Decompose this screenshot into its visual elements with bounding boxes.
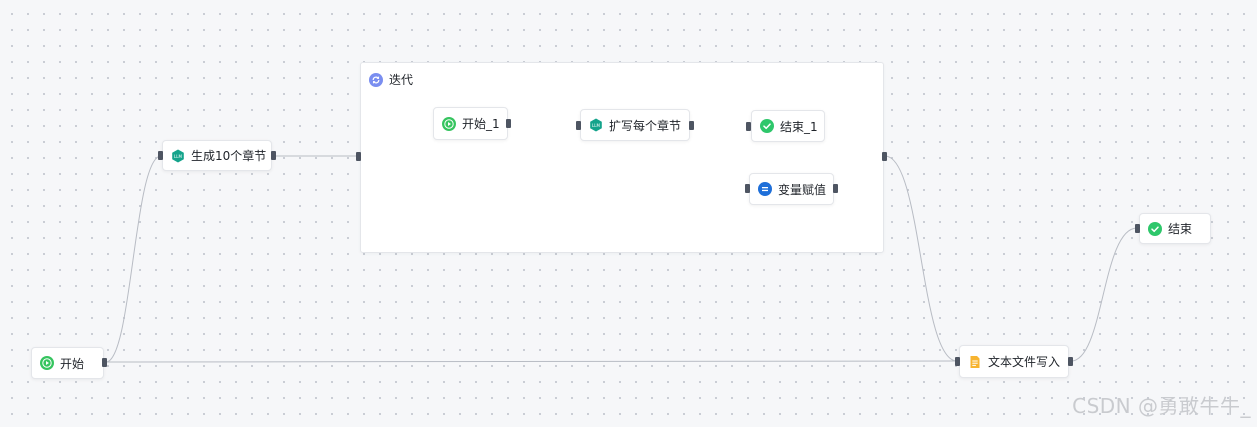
end-in-port[interactable] bbox=[1135, 224, 1140, 233]
node-label: 文本文件写入 bbox=[988, 355, 1061, 369]
check-icon bbox=[1148, 221, 1162, 236]
expand-out-port[interactable] bbox=[689, 121, 694, 130]
edge-group-to-file bbox=[884, 155, 958, 362]
llm-icon: LLM bbox=[171, 149, 185, 163]
node-label: 开始_1 bbox=[462, 117, 500, 131]
svg-text:LLM: LLM bbox=[592, 123, 600, 128]
node-text-file-write[interactable]: 文本文件写入 bbox=[959, 345, 1069, 378]
expand-in-port[interactable] bbox=[576, 121, 581, 130]
gen-in-port[interactable] bbox=[158, 151, 163, 160]
edge-start-to-gen bbox=[105, 155, 162, 363]
var-out-port[interactable] bbox=[833, 184, 838, 193]
watermark: CSDN @勇敢牛牛_ bbox=[1072, 394, 1251, 418]
svg-text:LLM: LLM bbox=[174, 153, 182, 158]
node-inner-start[interactable]: 开始_1 bbox=[433, 107, 508, 140]
inner-start-out-port[interactable] bbox=[506, 119, 511, 128]
iteration-in-port[interactable] bbox=[356, 152, 361, 161]
llm-icon: LLM bbox=[589, 118, 603, 132]
node-label: 扩写每个章节 bbox=[609, 118, 682, 133]
node-variable-assign[interactable]: 变量赋值 bbox=[749, 173, 834, 205]
loop-icon bbox=[369, 72, 383, 87]
node-inner-end[interactable]: 结束_1 bbox=[751, 110, 825, 142]
iteration-title: 迭代 bbox=[389, 73, 414, 87]
node-expand-chapter[interactable]: LLM 扩写每个章节 bbox=[580, 109, 690, 141]
gen-out-port[interactable] bbox=[271, 151, 276, 160]
play-icon bbox=[442, 116, 456, 131]
node-generate-chapters[interactable]: LLM 生成10个章节 bbox=[162, 140, 272, 171]
node-end[interactable]: 结束 bbox=[1139, 213, 1211, 244]
edge-file-to-end bbox=[1070, 227, 1138, 362]
node-label: 生成10个章节 bbox=[191, 149, 267, 163]
play-icon bbox=[40, 356, 54, 370]
equals-icon bbox=[758, 182, 772, 196]
start-out-port[interactable] bbox=[102, 358, 107, 367]
node-label: 开始 bbox=[60, 356, 85, 371]
inner-end-in-port[interactable] bbox=[746, 122, 751, 131]
node-label: 变量赋值 bbox=[778, 182, 827, 197]
iteration-out-port[interactable] bbox=[882, 152, 887, 161]
var-in-port[interactable] bbox=[745, 184, 750, 193]
file-in-port[interactable] bbox=[955, 357, 960, 366]
node-label: 结束 bbox=[1168, 222, 1193, 236]
node-label: 结束_1 bbox=[780, 119, 818, 134]
file-icon bbox=[968, 355, 982, 369]
check-icon bbox=[760, 119, 774, 133]
edge-start-to-file bbox=[105, 360, 958, 363]
iteration-group[interactable]: 迭代 bbox=[360, 62, 884, 253]
file-out-port[interactable] bbox=[1068, 357, 1073, 366]
node-start[interactable]: 开始 bbox=[31, 347, 104, 379]
iteration-header: 迭代 bbox=[369, 71, 413, 88]
